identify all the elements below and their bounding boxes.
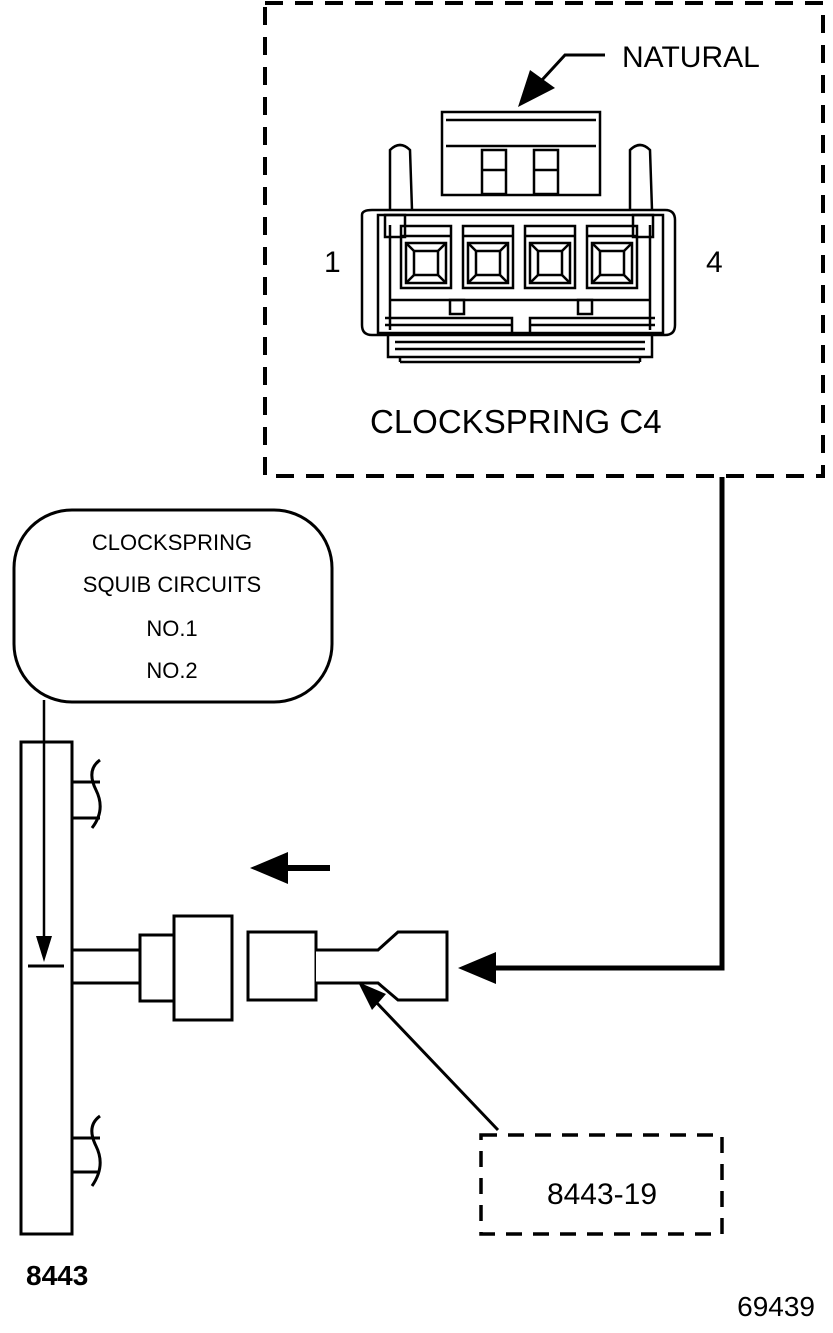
squib-circuits-callout-box bbox=[12, 508, 334, 704]
callout-line-4: NO.2 bbox=[146, 658, 197, 683]
tool-8443-body bbox=[19, 740, 74, 1236]
adapter-connector-block bbox=[246, 930, 318, 1002]
adapter-body bbox=[316, 930, 449, 1002]
natural-leader-arrow bbox=[518, 70, 555, 107]
adapter-leader-arrowhead bbox=[358, 982, 386, 1010]
pin-1-label: 1 bbox=[324, 246, 341, 279]
pin-4-label: 4 bbox=[706, 246, 723, 279]
tool-8443-label: 8443 bbox=[26, 1260, 88, 1291]
clockspring-c4-connector bbox=[360, 110, 677, 364]
natural-leader-line bbox=[540, 53, 605, 82]
connector-to-adapter-wire bbox=[494, 477, 725, 971]
tool-connector-housing bbox=[172, 914, 234, 1022]
callout-pointer-arrow bbox=[36, 936, 52, 962]
tool-connector-collar bbox=[138, 933, 176, 1003]
connector-to-adapter-arrowhead bbox=[458, 952, 496, 984]
natural-label: NATURAL bbox=[622, 41, 760, 74]
callout-line-2: SQUIB CIRCUITS bbox=[83, 572, 261, 597]
callout-line-1: CLOCKSPRING bbox=[92, 530, 252, 555]
upper-break-tab bbox=[72, 758, 102, 829]
callout-line-3: NO.1 bbox=[146, 616, 197, 641]
adapter-label-dashed-box bbox=[479, 1133, 724, 1236]
adapter-label: 8443-19 bbox=[547, 1178, 657, 1211]
connector-name-label: CLOCKSPRING C4 bbox=[370, 403, 662, 440]
mating-direction-arrowhead bbox=[250, 852, 288, 884]
lower-break-tab bbox=[72, 1114, 102, 1187]
adapter-leader-line bbox=[374, 1000, 500, 1132]
figure-number: 69439 bbox=[737, 1291, 815, 1322]
connector-dashed-box bbox=[263, 1, 825, 478]
